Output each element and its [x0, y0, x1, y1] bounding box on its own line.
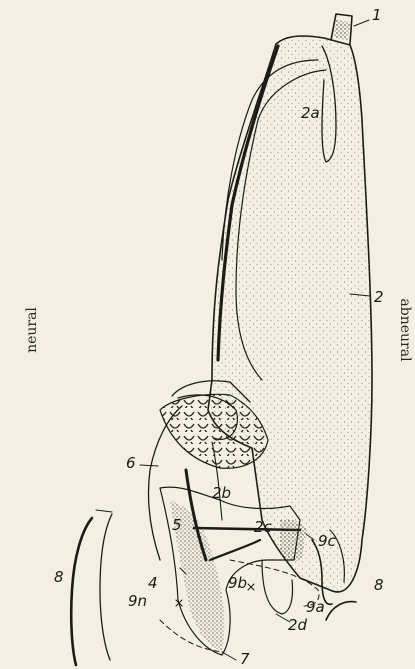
- label-4: 4: [148, 574, 158, 592]
- part-2-main-body: [208, 36, 372, 592]
- left-appendage-8: [71, 510, 112, 665]
- label-9c: 9c: [318, 532, 337, 550]
- label-2a: 2a: [301, 104, 320, 122]
- label-2d: 2d: [288, 616, 308, 634]
- label-9b: 9b: [228, 574, 247, 592]
- label-6: 6: [126, 454, 136, 472]
- label-8-left: 8: [54, 568, 64, 586]
- label-7: 7: [240, 650, 250, 668]
- label-9n: 9n: [128, 592, 147, 610]
- side-label-neural: neural: [24, 307, 40, 353]
- label-1: 1: [372, 6, 382, 24]
- label-8-right: 8: [374, 576, 384, 594]
- label-2: 2: [374, 288, 384, 306]
- side-label-abneural: abneural: [397, 298, 413, 362]
- label-2b: 2b: [212, 484, 231, 502]
- part-1-spine: [331, 14, 352, 44]
- label-9a: 9a: [306, 598, 325, 616]
- label-2c: 2c: [254, 518, 273, 536]
- label-5: 5: [172, 516, 182, 534]
